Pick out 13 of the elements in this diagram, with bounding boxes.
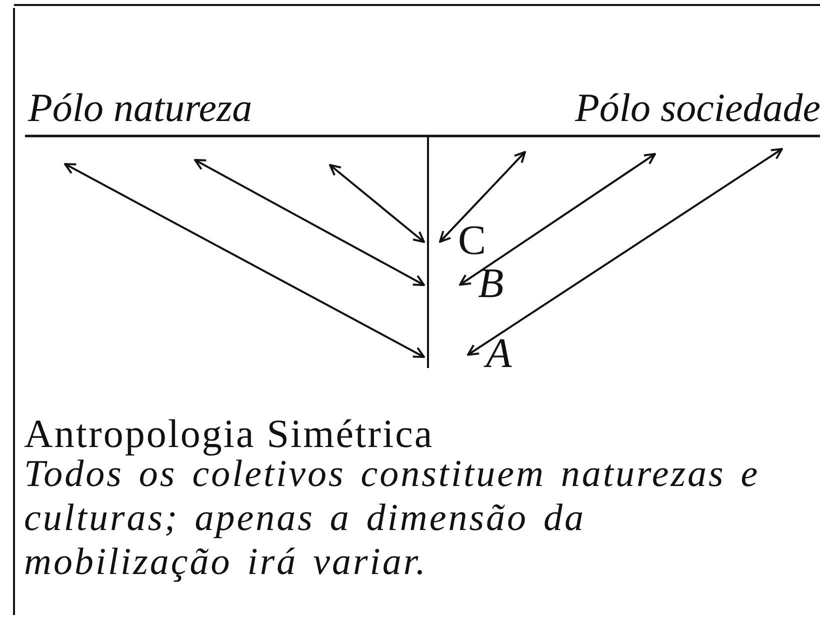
double-arrow (467, 148, 783, 356)
double-arrow (459, 153, 656, 286)
level-letter: A (486, 339, 512, 370)
pole-label: Pólo sociedade (575, 88, 820, 128)
double-arrow (194, 159, 425, 286)
level-letter: B (478, 269, 504, 300)
caption: Antropologia Simétrica (24, 410, 434, 457)
double-arrow (329, 164, 425, 243)
double-arrow (64, 163, 425, 358)
level-letter: C (458, 226, 486, 258)
pole-label: Pólo natureza (28, 88, 252, 128)
axis-line (427, 136, 429, 368)
double-arrow (439, 151, 526, 243)
